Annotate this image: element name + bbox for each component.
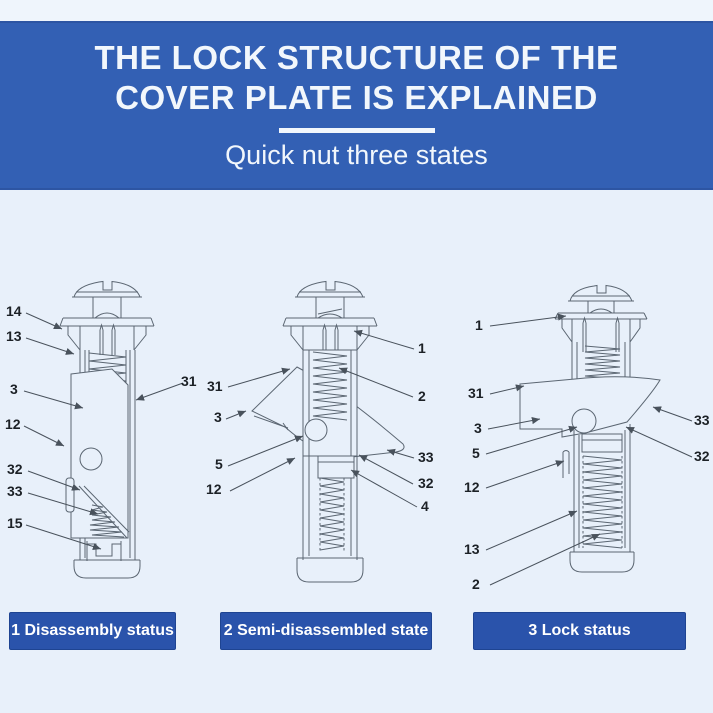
part-label-15: 15 [7,515,23,531]
part-label-31: 31 [181,373,197,389]
title-line-2: COVER PLATE IS EXPLAINED [115,78,598,116]
part-label-33: 33 [7,483,23,499]
part-label-31: 31 [468,385,484,401]
flange-plate [59,317,155,355]
caption-semi-disassembled-state: 2 Semi-disassembled state [220,612,432,650]
screw-head-icon [568,284,634,314]
diagram-lock-status: 1 31 3 5 12 13 2 33 32 [464,284,710,592]
flange-plate [282,317,378,358]
caption-disassembly-status: 1 Disassembly status [9,612,176,650]
top-margin-strip [0,0,713,21]
part-label-12: 12 [206,481,222,497]
leader-lines [485,313,693,586]
title-divider [278,128,435,134]
part-label-14: 14 [6,303,22,319]
caption-lock-status: 3 Lock status [473,612,686,650]
wing-plate [519,376,661,438]
pivot-hole [79,447,103,471]
part-label-32: 32 [418,475,434,491]
bottom-channel [73,541,141,579]
part-label-5: 5 [215,456,223,472]
nut-block [581,433,623,453]
screw-head-icon [72,280,142,319]
screw-head-icon [295,280,365,319]
header-banner: THE LOCK STRUCTURE OF THE COVER PLATE IS… [0,21,713,190]
pivot-pin [571,408,597,434]
part-label-3: 3 [474,420,482,436]
leader-lines [23,312,184,550]
part-label-13: 13 [6,328,22,344]
part-label-3: 3 [214,409,222,425]
latch-plate [65,368,130,539]
flange-plate [554,312,648,352]
part-label-5: 5 [472,445,480,461]
nut-block [317,455,355,479]
part-label-33: 33 [694,412,710,428]
part-label-13: 13 [464,541,480,557]
upper-body [571,342,631,380]
lower-body [296,450,364,583]
part-label-12: 12 [464,479,480,495]
part-label-12: 12 [5,416,21,432]
part-label-32: 32 [694,448,710,464]
part-label-3: 3 [10,381,18,397]
leader-lines [225,329,418,508]
page-title: THE LOCK STRUCTURE OF THE COVER PLATE IS… [95,38,619,117]
part-label-1: 1 [475,317,483,333]
part-label-2: 2 [418,388,426,404]
part-label-1: 1 [418,340,426,356]
subtitle: Quick nut three states [225,140,488,171]
part-label-2: 2 [472,576,480,592]
diagram-disassembly-status: 14 13 3 12 32 33 15 31 [5,280,197,579]
part-label-33: 33 [418,449,434,465]
diagram-semi-disassembled-state: 31 3 5 12 1 2 33 32 4 [206,280,434,583]
lower-body [562,424,635,573]
part-label-31: 31 [207,378,223,394]
part-label-4: 4 [421,498,429,514]
side-clip [562,450,570,478]
pivot-pin [304,418,328,442]
part-label-32: 32 [7,461,23,477]
title-line-1: THE LOCK STRUCTURE OF THE [94,39,619,76]
